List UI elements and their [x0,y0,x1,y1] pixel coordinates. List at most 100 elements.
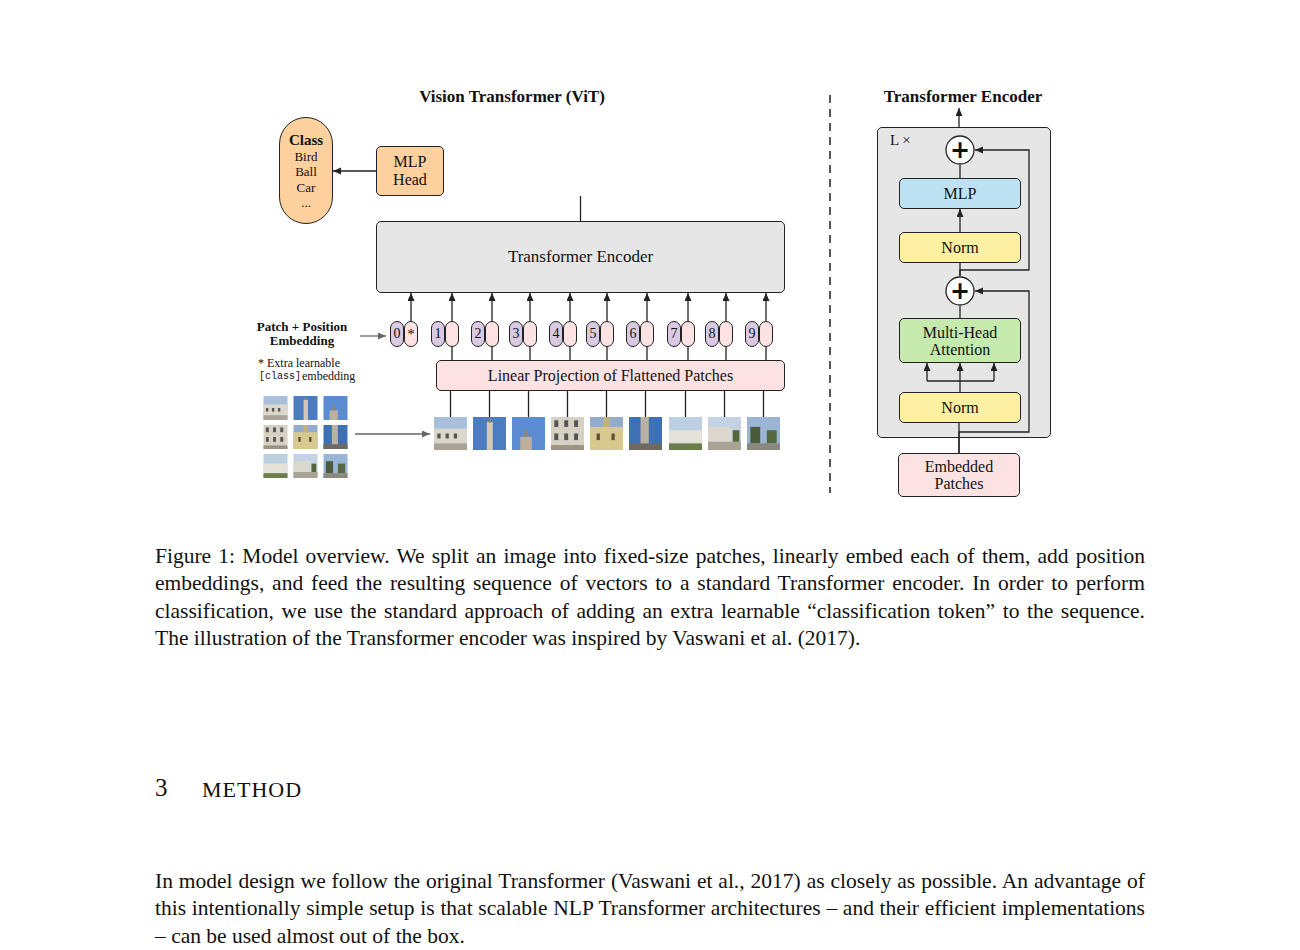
svg-use [324,425,348,449]
connector [580,196,581,221]
input-image-grid [264,396,348,478]
position-number: 1 [435,326,442,342]
class-output: ClassBird Ball Car ... [279,117,333,224]
panel-title: Transformer Encoder [863,87,1063,107]
patch-embedding [445,321,459,347]
token-embedding: 7 [667,321,695,347]
patch-input-lines [451,391,764,417]
connector [410,293,411,321]
svg-line [567,391,568,417]
circle-shape [946,136,974,164]
svg-use [473,417,506,450]
position-embedding: 6 [626,321,640,347]
svg-use [294,396,318,420]
position-embedding: 9 [745,321,759,347]
connector [606,347,607,360]
box-label: Multi-Head Attention [904,324,1016,358]
position-number: 0 [394,326,401,342]
patch-embedding [600,321,614,347]
pointer-arrow [360,335,386,336]
svg-line [645,391,646,417]
class-list: Bird Ball Car ... [294,149,317,210]
circle-shape [946,277,974,305]
position-number: 2 [475,326,482,342]
connector [529,293,530,321]
token-embedding: 0* [390,321,418,347]
residual-add: + [945,276,975,306]
embedding-note: Patch + Position Embedding [246,320,358,348]
svg-line [489,391,490,417]
connector [725,347,726,360]
position-number: 4 [553,326,560,342]
token-embedding: 1 [431,321,459,347]
encoder-box: Transformer Encoder [376,221,785,293]
section-number: 3 [155,774,168,802]
norm-box: Norm [899,392,1021,423]
position-embedding: 8 [705,321,719,347]
projection-box: Linear Projection of Flattened Patches [436,360,785,391]
svg-use [551,417,584,450]
svg-line [528,391,529,417]
residual-add: + [945,135,975,165]
patch-embedding [759,321,773,347]
svg-use [747,417,780,450]
patch-embedding [485,321,499,347]
panel-divider [829,95,831,493]
token-embedding: 6 [626,321,654,347]
section-title: METHOD [202,777,302,803]
token-embedding: 9 [745,321,773,347]
body-paragraph: In model design we follow the original T… [155,868,1145,950]
svg-use [324,396,348,420]
position-embedding: 2 [471,321,485,347]
box-label: Embedded Patches [903,458,1015,492]
svg-use [512,417,545,450]
svg-use [629,417,662,450]
position-number: 3 [513,326,520,342]
connector [646,347,647,360]
connector [765,293,766,321]
flatten-arrow [355,433,430,434]
position-embedding: 3 [509,321,523,347]
box-label: Norm [941,399,978,417]
token-embedding: 3 [509,321,537,347]
svg-use [294,454,318,478]
patch-embedding [640,321,654,347]
svg-use [294,425,318,449]
patch-sequence [434,417,780,450]
token-embedding: 2 [471,321,499,347]
code-token: [class] [259,371,301,382]
position-embedding: 0 [390,321,404,347]
position-number: 7 [671,326,678,342]
connector [529,347,530,360]
svg-line [724,391,725,417]
patch-embedding [681,321,695,347]
connector [569,347,570,360]
repeat-count: L × [890,132,911,149]
svg-line [606,391,607,417]
encoder-block-frame: L ×+MLPNorm+Multi-Head AttentionNorm [877,127,1051,438]
connector [491,293,492,321]
svg-line [685,391,686,417]
mlp-box: MLP [899,178,1021,209]
class-heading: Class [289,132,323,149]
class-token-mark: * [407,327,415,342]
box-label: Linear Projection of Flattened Patches [488,367,733,385]
mlp-head-box: MLP Head [376,146,444,196]
connector [451,293,452,321]
connector [725,293,726,321]
connector [606,293,607,321]
svg-use [264,425,288,449]
svg-use [264,454,288,478]
position-number: 9 [749,326,756,342]
patch-embedding [719,321,733,347]
patch-embedding [523,321,537,347]
position-number: 6 [630,326,637,342]
connector [687,347,688,360]
box-label: Transformer Encoder [508,247,653,267]
plus-sign: + [950,138,970,162]
svg-use [669,417,702,450]
connector [687,293,688,321]
